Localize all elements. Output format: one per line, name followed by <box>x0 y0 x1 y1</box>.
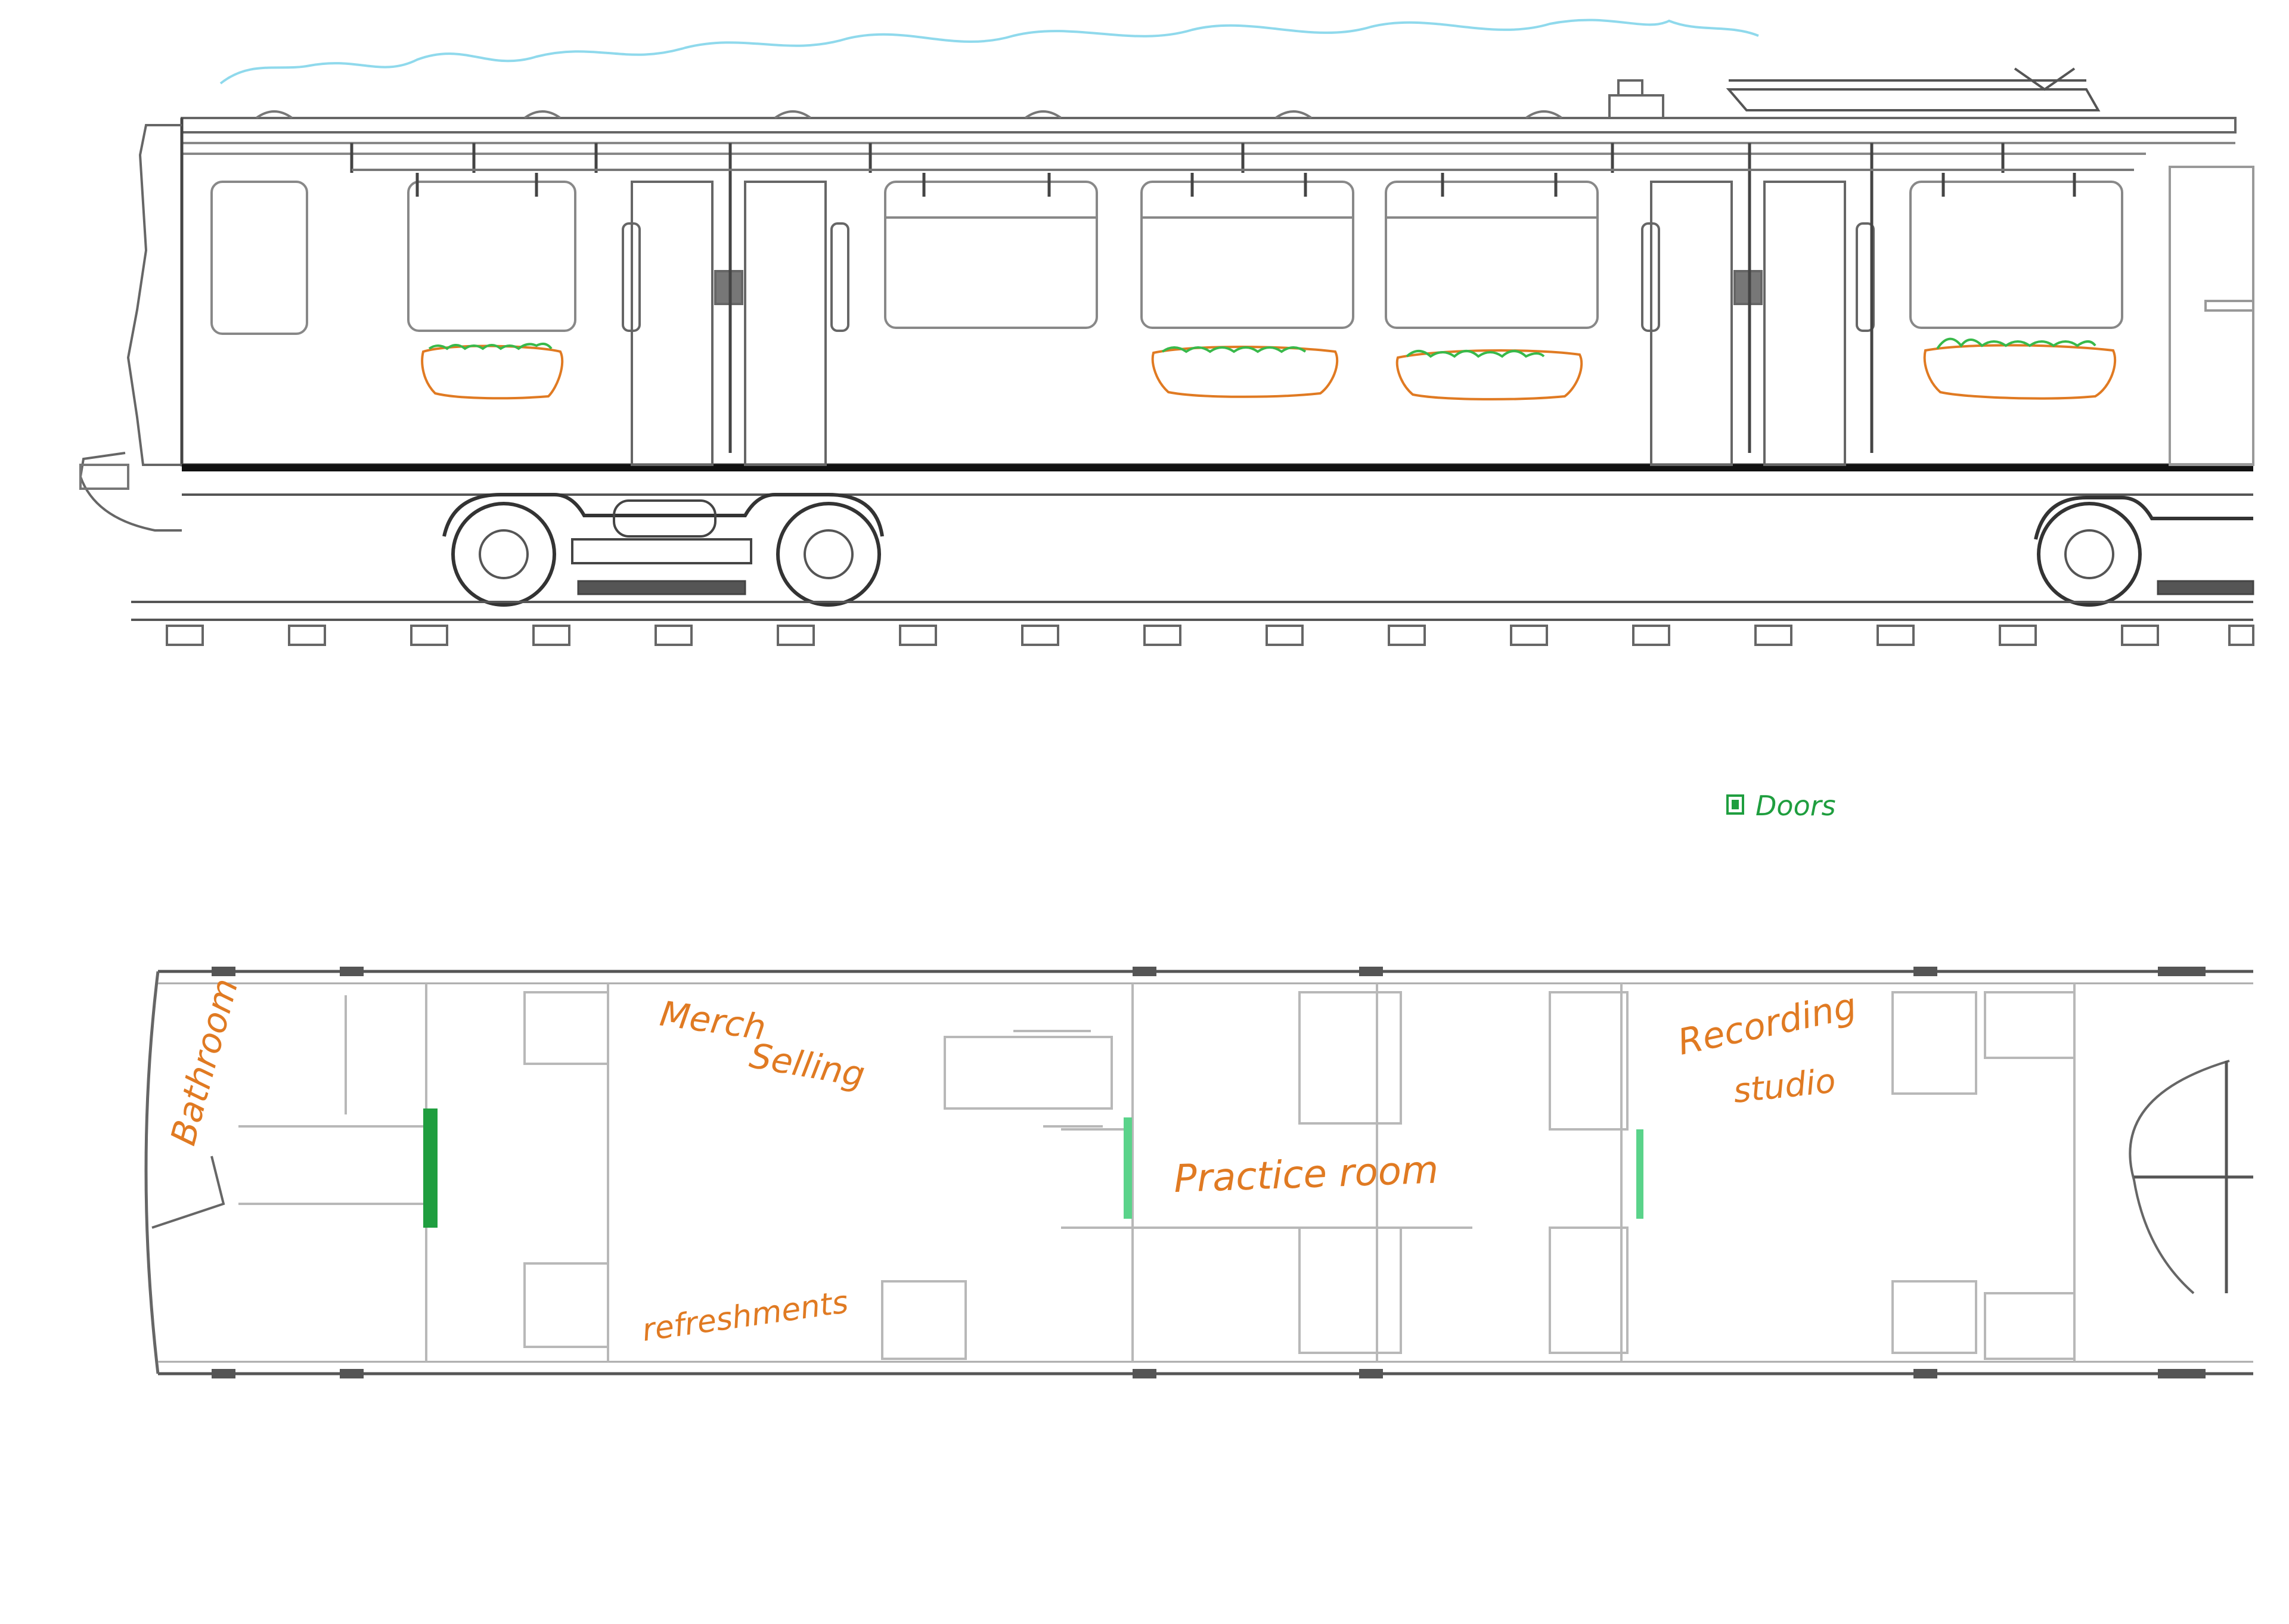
train-side-view <box>79 18 2254 646</box>
roof-unit <box>1608 94 1664 119</box>
wheel <box>2037 502 2142 607</box>
door <box>1763 181 1846 466</box>
doors-legend-label: Doors <box>1755 790 1836 822</box>
planter-boxes <box>421 344 2117 400</box>
partitions <box>238 983 2076 1362</box>
side-doors <box>622 181 1875 466</box>
merch-label-line1: Merch <box>657 993 768 1048</box>
recording-studio-label-line2: studio <box>1732 1061 1838 1111</box>
window <box>407 181 576 332</box>
cab-end-wall <box>144 971 160 1374</box>
planter <box>421 344 564 400</box>
practice-room-label: Practice room <box>1173 1148 1439 1201</box>
merch-label-line2: Selling <box>747 1035 868 1095</box>
cab-front <box>126 124 182 466</box>
door <box>631 181 714 466</box>
bogie-front <box>442 493 884 607</box>
bogie-rear <box>2034 496 2254 607</box>
recording-studio-label-line1: Recording <box>1674 985 1860 1064</box>
rear-cab <box>2129 1060 2230 1294</box>
room-labels: Bathroom Merch Selling refreshments Prac… <box>163 974 1860 1349</box>
door-marker <box>1636 1129 1643 1219</box>
bathroom-partition <box>151 1156 225 1229</box>
pantograph <box>1726 88 2101 111</box>
door <box>744 181 827 466</box>
smoke-squiggle <box>219 18 1759 85</box>
window <box>1909 181 2123 329</box>
wheel <box>776 502 881 607</box>
handrails <box>350 143 2076 453</box>
legend: Doors <box>1726 790 1836 822</box>
window <box>1385 181 1599 329</box>
door-markers <box>423 1108 1643 1228</box>
roof-vents <box>255 110 1563 119</box>
wall-ticks <box>212 967 2206 1378</box>
planter <box>1923 344 2117 400</box>
window <box>210 181 308 335</box>
bathroom-label: Bathroom <box>163 974 246 1150</box>
door <box>1650 181 1733 466</box>
floor-plan <box>144 967 2253 1378</box>
wheel <box>451 502 556 607</box>
sleepers <box>166 625 2254 646</box>
roof <box>181 117 2237 133</box>
window <box>884 181 1098 329</box>
window <box>1140 181 1354 329</box>
door-marker <box>423 1108 438 1228</box>
door-marker <box>1124 1117 1132 1219</box>
doors-legend-swatch <box>1726 794 1744 815</box>
planter <box>1395 349 1583 400</box>
planter <box>1151 346 1339 398</box>
windows <box>210 181 2123 335</box>
plants <box>428 337 2096 358</box>
refreshments-label: refreshments <box>640 1284 850 1349</box>
